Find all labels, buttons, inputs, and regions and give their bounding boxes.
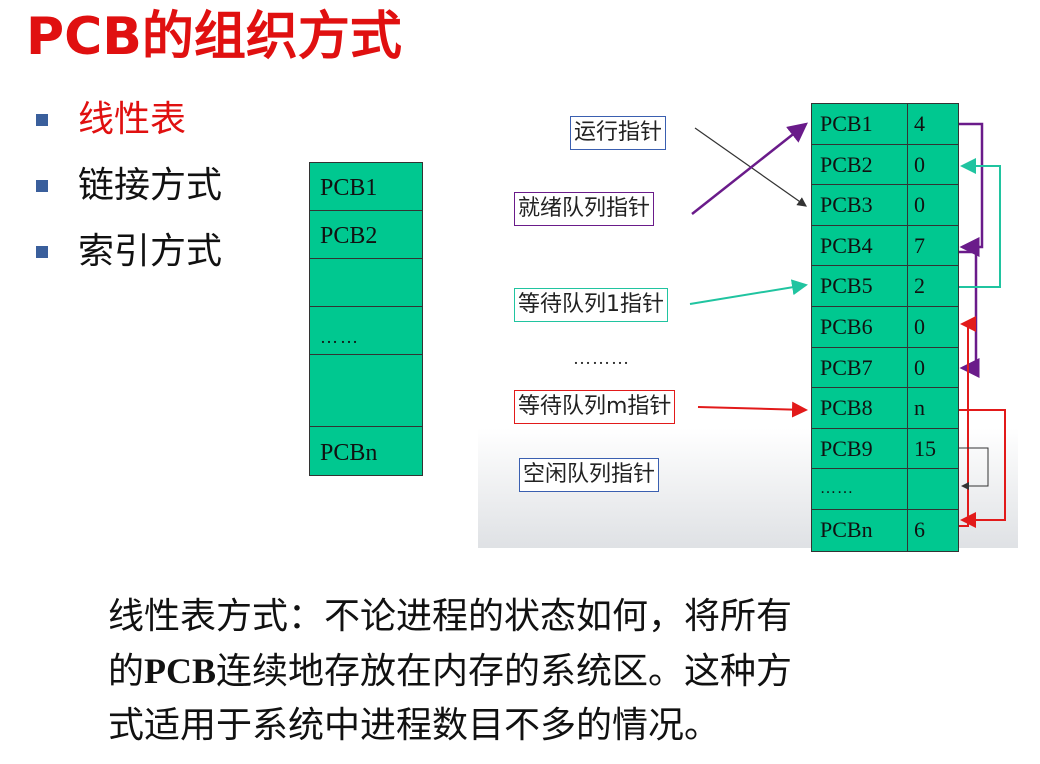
pcb-link: n bbox=[908, 388, 958, 428]
pcb-name: PCB4 bbox=[812, 225, 908, 266]
wait1-link-5-2 bbox=[958, 158, 1001, 288]
linear-cell-pcbn: PCBn bbox=[310, 427, 422, 475]
pcb-name: PCB1 bbox=[812, 104, 908, 144]
description-line: 线性表方式：不论进程的状态如何，将所有 bbox=[108, 596, 793, 637]
bullet-list: 线性表 链接方式 索引方式 bbox=[34, 96, 222, 294]
bullet-linked[interactable]: 链接方式 bbox=[34, 162, 222, 228]
pcb-name: PCB7 bbox=[812, 347, 908, 388]
description-line: 式适用于系统中进程数目不多的情况。 bbox=[108, 705, 721, 746]
wait1-pointer-arrow bbox=[689, 279, 808, 305]
bullet-label: 线性表 bbox=[78, 99, 187, 140]
waitm-link-8-n bbox=[958, 409, 1006, 528]
pcb-link: 0 bbox=[908, 347, 958, 388]
table-row: …… bbox=[812, 469, 958, 510]
description-paragraph: 线性表方式：不论进程的状态如何，将所有 的PCB连续地存放在内存的系统区。这种方… bbox=[108, 590, 988, 753]
linear-cell-pcb1: PCB1 bbox=[310, 163, 422, 211]
description-text: 连续地存放在内存的系统区。这种方 bbox=[216, 651, 793, 692]
bullet-indexed[interactable]: 索引方式 bbox=[34, 228, 222, 294]
linear-cell-empty bbox=[310, 355, 422, 427]
running-pointer-label: 运行指针 bbox=[570, 116, 667, 150]
bullet-square-icon bbox=[36, 180, 48, 192]
pcb-link: 0 bbox=[908, 144, 958, 185]
pcb-link: 0 bbox=[908, 185, 958, 225]
pcb-link: 4 bbox=[908, 104, 958, 144]
pcb-name: PCB3 bbox=[812, 185, 908, 225]
waitm-link-n-6 bbox=[958, 316, 976, 527]
bullet-square-icon bbox=[36, 246, 48, 258]
pcb-link: 2 bbox=[908, 266, 958, 306]
bullet-square-icon bbox=[36, 114, 48, 126]
pcb-name: PCB9 bbox=[812, 428, 908, 469]
pointer-ellipsis: ……… bbox=[573, 348, 630, 368]
bullet-linear-table[interactable]: 线性表 bbox=[34, 96, 222, 162]
pcb-link: 15 bbox=[908, 428, 958, 469]
pcb-name: …… bbox=[812, 469, 908, 509]
free-pointer-label: 空闲队列指针 bbox=[519, 458, 660, 492]
ready-pointer-label: 就绪队列指针 bbox=[514, 192, 655, 226]
description-text: 的 bbox=[108, 651, 145, 692]
linear-cell-pcb2: PCB2 bbox=[310, 211, 422, 259]
pcb-name: PCB5 bbox=[812, 266, 908, 306]
page-title: PCB的组织方式 bbox=[26, 7, 402, 67]
linear-cell-empty bbox=[310, 259, 422, 307]
bullet-label: 链接方式 bbox=[78, 165, 223, 206]
pcb-link: 7 bbox=[908, 225, 958, 266]
description-term: PCB bbox=[144, 651, 217, 691]
linear-cell-ellipsis: …… bbox=[310, 307, 422, 355]
free-link-9 bbox=[958, 447, 989, 490]
waitm-pointer-arrow bbox=[697, 401, 808, 418]
pcb-name: PCBn bbox=[812, 509, 908, 551]
ready-pointer-arrow bbox=[691, 122, 808, 215]
bullet-label: 索引方式 bbox=[78, 231, 223, 272]
pcb-link: 0 bbox=[908, 306, 958, 347]
waitm-pointer-label: 等待队列m指针 bbox=[514, 390, 676, 424]
description-line: 的PCB连续地存放在内存的系统区。这种方 bbox=[108, 644, 988, 699]
pcb-link: 6 bbox=[908, 509, 958, 551]
linear-pcb-table: PCB1 PCB2 …… PCBn bbox=[309, 162, 423, 476]
pcb-name: PCB2 bbox=[812, 144, 908, 185]
pcb-name: PCB8 bbox=[812, 388, 908, 428]
wait1-pointer-label: 等待队列1指针 bbox=[514, 288, 668, 322]
pcb-link bbox=[908, 469, 958, 509]
pcb-name: PCB6 bbox=[812, 306, 908, 347]
ready-link-1-4 bbox=[958, 122, 984, 257]
